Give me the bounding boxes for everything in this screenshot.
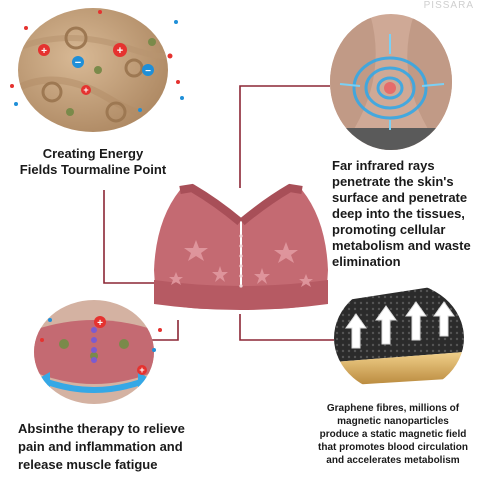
svg-text:+: +: [97, 318, 103, 329]
svg-text:+: +: [117, 45, 123, 57]
connector-bottom-right: [239, 314, 334, 341]
watermark-text: PISSARA: [423, 0, 474, 11]
infrared-back-image: [330, 14, 452, 150]
plus-ion-icon: + + +: [38, 43, 127, 95]
caption-absinthe-therapy: Absinthe therapy to relieve pain and inf…: [18, 421, 185, 472]
caption-far-infrared: Far infrared rays penetrate the skin's s…: [332, 158, 471, 269]
svg-text:−: −: [75, 57, 81, 69]
ion-particles-top-left: + + + − −: [10, 10, 184, 112]
svg-text:+: +: [83, 85, 88, 95]
caption-graphene-fibres: Graphene fibres, millions of magnetic na…: [318, 403, 469, 466]
bra-product-image: [136, 180, 346, 320]
wrap-arrow-icon: [40, 377, 148, 393]
plus-ion-icon: + +: [94, 316, 147, 375]
up-arrow-icon: [345, 301, 455, 349]
ion-particles-bottom-left: + +: [40, 316, 162, 375]
absinthe-therapy-image: [34, 300, 154, 404]
svg-text:+: +: [41, 46, 47, 57]
caption-tourmaline: Creating Energy Fields Tourmaline Point: [19, 146, 167, 177]
minus-ion-icon: − −: [72, 56, 154, 77]
tourmaline-fabric-image: [18, 8, 168, 132]
graphene-fibre-image: [334, 282, 464, 394]
connector-top-right: [239, 85, 330, 188]
svg-text:−: −: [145, 66, 151, 77]
svg-text:+: +: [139, 365, 144, 375]
